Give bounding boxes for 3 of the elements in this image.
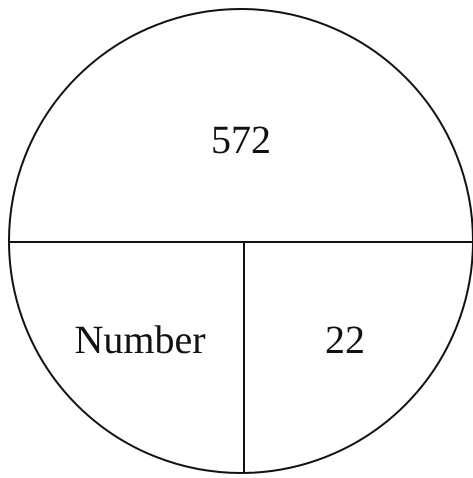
region-label: 22 [325,320,365,360]
region-label: Number [74,320,206,360]
region-label: 572 [211,120,271,160]
